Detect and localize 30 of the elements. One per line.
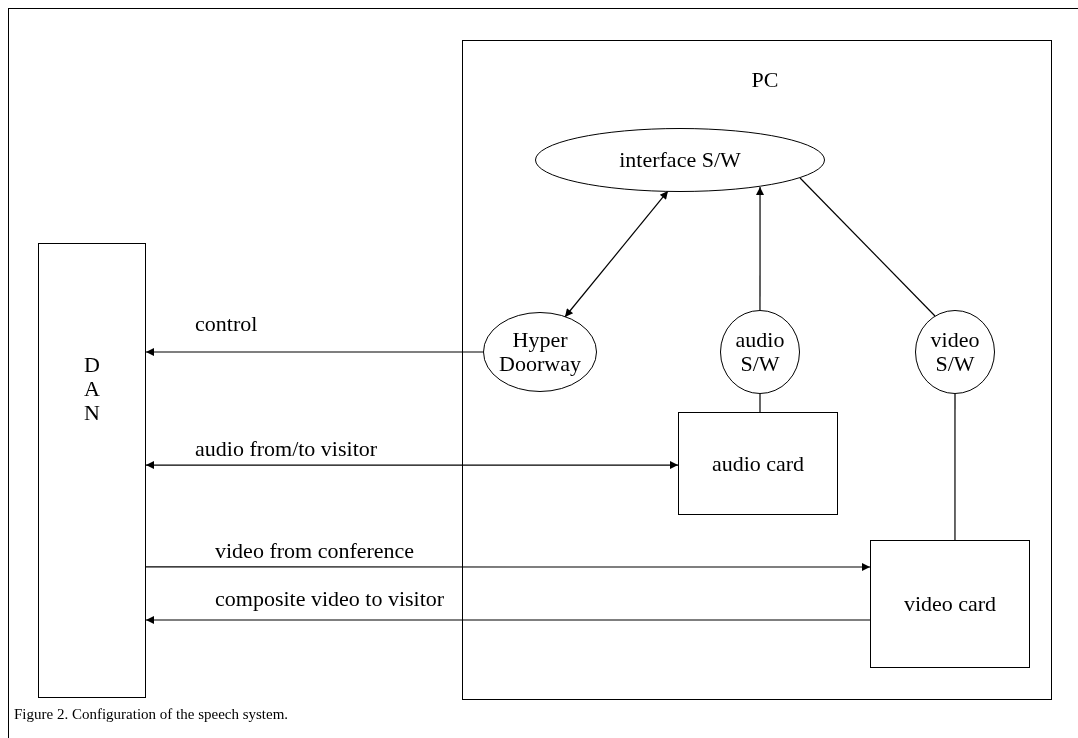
- node-label: audio card: [711, 451, 805, 476]
- edge-label: audio from/to visitor: [195, 438, 378, 460]
- device-box: [38, 243, 146, 698]
- software-ellipse: [535, 128, 825, 192]
- arrow: [145, 348, 484, 356]
- hardware-box: [870, 540, 1030, 668]
- arrow: [756, 186, 765, 311]
- hardware-box: [678, 412, 838, 515]
- arrow: [145, 616, 871, 624]
- connector-line: [954, 393, 956, 541]
- arrow: [145, 563, 871, 571]
- node-label: video S/W: [929, 327, 981, 377]
- software-ellipse: [483, 312, 597, 392]
- container-title: PC: [751, 67, 779, 93]
- software-ellipse: [915, 310, 995, 394]
- figure-caption: Figure 2. Configuration of the speech system.: [14, 706, 289, 723]
- connector-line: [759, 393, 761, 413]
- node-label: interface S/W: [619, 147, 741, 173]
- node-label: Hyper Doorway: [498, 327, 582, 377]
- edge-label: composite video to visitor: [215, 588, 445, 610]
- vertical-label: D A N: [83, 353, 101, 426]
- edge-label: control: [195, 313, 258, 335]
- node-label: audio S/W: [734, 327, 786, 377]
- arrow: [145, 461, 679, 470]
- container-box: [462, 40, 1052, 700]
- arrow: [564, 190, 669, 318]
- edge-label: video from conference: [215, 540, 415, 562]
- software-ellipse: [720, 310, 800, 394]
- connector-line: [799, 177, 936, 317]
- node-label: video card: [903, 591, 997, 617]
